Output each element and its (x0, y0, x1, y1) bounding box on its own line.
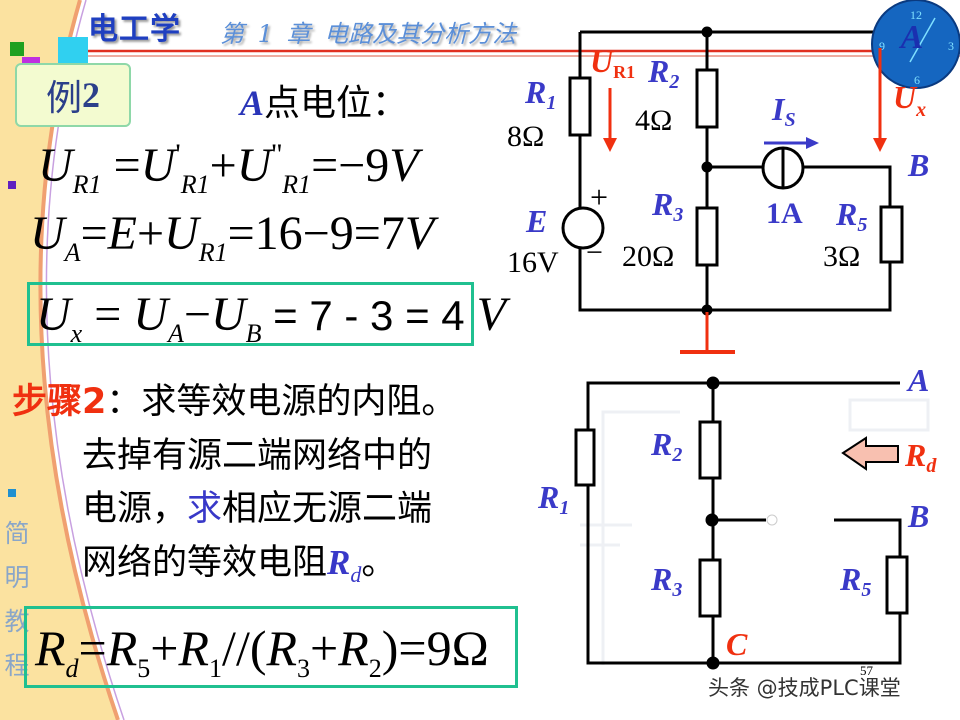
node-dot (706, 656, 720, 670)
watermark: 头条 @技成PLC课堂 (708, 676, 901, 700)
svg-text:B: B (907, 498, 929, 534)
svg-text:Ux: Ux (893, 79, 926, 121)
node-dot (706, 376, 720, 390)
svg-text:R5: R5 (839, 561, 871, 601)
arrow-down-icon (603, 138, 617, 152)
formula-ur1: UR1 =U'R1+U''R1=−9V (38, 138, 419, 199)
svg-text:−: − (586, 236, 603, 269)
svg-text:E: E (525, 203, 547, 239)
svg-text:R3: R3 (651, 186, 683, 226)
svg-text:B: B (907, 147, 929, 183)
heading-text: 点电位： (264, 83, 409, 124)
svg-text:A: A (899, 19, 924, 56)
svg-text:IS: IS (771, 91, 796, 131)
formula-ux-box: Ux = UA−UB = 7 - 3 = 4 V (27, 282, 506, 348)
bullet-square (8, 181, 16, 189)
svg-text:R3: R3 (650, 561, 682, 601)
page-number: 57 (860, 663, 874, 678)
resistor-r2 (695, 68, 719, 129)
arrows (603, 48, 887, 152)
svg-text:UR1: UR1 (590, 43, 635, 82)
resistor-r2 (698, 420, 722, 480)
voltage-source-e (561, 206, 605, 250)
step2-label: 步骤2 (12, 382, 107, 422)
point-label: A (240, 83, 265, 123)
formula-rd-box: Rd=R5+R1//(R3+R2)=9Ω (24, 606, 518, 688)
resistor-r5 (885, 555, 909, 615)
svg-text:6: 6 (914, 73, 920, 87)
svg-text:C: C (726, 626, 748, 662)
step2-line1: 步骤2：求等效电源的内阻。 (12, 382, 457, 422)
step2-line3: 电源，求相应无源二端 (82, 489, 433, 529)
svg-text:9: 9 (879, 39, 885, 53)
open-terminal (766, 514, 778, 526)
deco-square-cyan (58, 37, 88, 67)
svg-text:3Ω: 3Ω (823, 240, 860, 273)
section-heading: A点电位： (240, 74, 408, 126)
circuit-bottom-ghost (580, 398, 930, 665)
svg-text:R1: R1 (537, 479, 569, 519)
svg-text:R2: R2 (650, 426, 682, 466)
svg-text:3: 3 (948, 39, 954, 53)
meter-clock-icon: 12 3 6 9 A (871, 0, 960, 89)
example-prefix: 例 (45, 78, 82, 118)
resistor-r1 (574, 428, 596, 487)
svg-text:12: 12 (910, 8, 922, 22)
resistor-r5 (879, 205, 904, 264)
bullet-square (8, 489, 16, 497)
circuit-top (561, 26, 904, 354)
resistor-r3 (698, 558, 722, 618)
svg-text:R2: R2 (647, 53, 679, 93)
svg-text:R5: R5 (835, 196, 867, 236)
deco-square-green (10, 42, 24, 56)
resistor-r1 (568, 76, 592, 137)
arrow-down-icon (873, 138, 887, 152)
formula-ua: UA=E+UR1=16−9=7V (30, 207, 435, 267)
circuit-top-labels: R1 8Ω R2 4Ω R3 20Ω R5 3Ω E 16V + − IS 1A… (507, 43, 929, 279)
svg-text:1A: 1A (766, 197, 803, 230)
resistor-r3 (695, 206, 719, 267)
svg-text:R1: R1 (524, 74, 556, 114)
step2-line4: 网络的等效电阻Rd。 (82, 543, 397, 587)
wire (586, 381, 902, 665)
svg-text:4Ω: 4Ω (635, 104, 672, 137)
svg-text:16V: 16V (507, 246, 559, 279)
svg-text:20Ω: 20Ω (622, 240, 674, 273)
svg-text:+: + (590, 179, 608, 215)
node-dot (701, 161, 713, 173)
course-title: 电工学 (88, 12, 181, 47)
node-dot (701, 26, 713, 38)
arrow-left-icon (841, 436, 899, 471)
sidebar-band (0, 0, 118, 720)
chapter-title: 第 1 章 电路及其分析方法 (220, 20, 517, 48)
svg-text:Rd: Rd (904, 437, 937, 477)
node-dot (705, 513, 719, 527)
svg-text:A: A (906, 362, 929, 398)
circuit-bottom (574, 376, 909, 670)
svg-text:8Ω: 8Ω (507, 120, 544, 153)
example-number: 2 (82, 75, 100, 115)
circuit-bottom-labels: R1 R2 R3 R5 A B C Rd 57 (537, 362, 937, 678)
arrow-right-icon (806, 137, 819, 149)
step2-line2: 去掉有源二端网络中的 (82, 436, 433, 476)
